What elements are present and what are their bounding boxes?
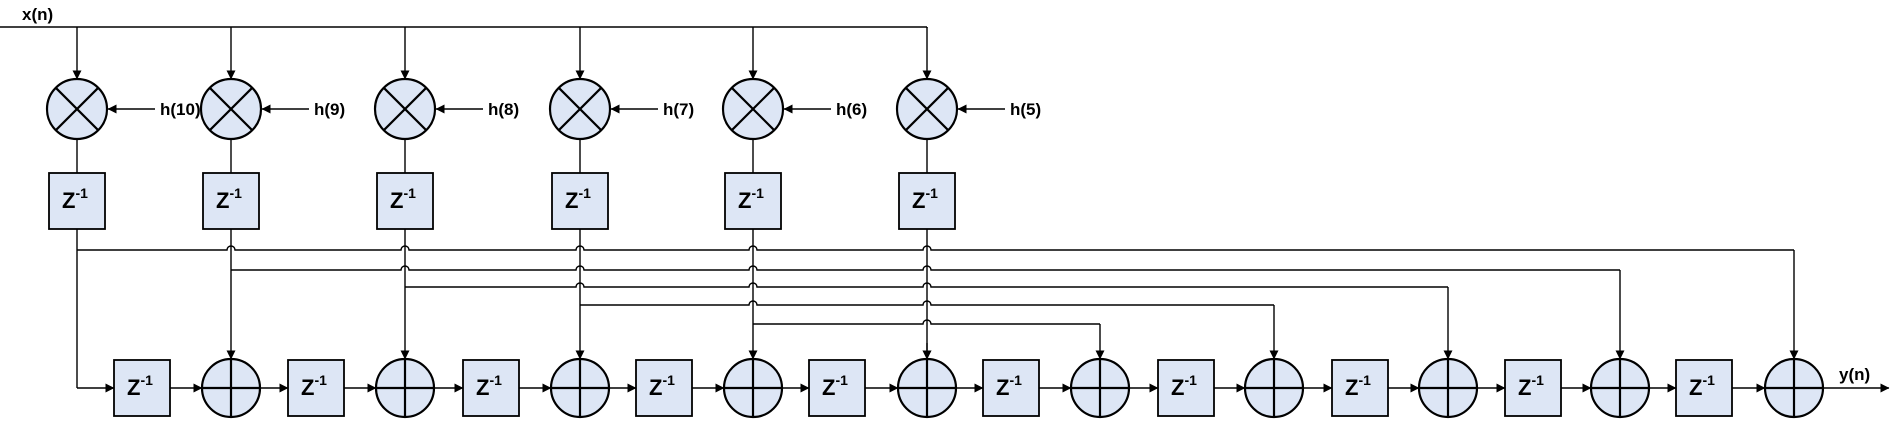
adder-6 bbox=[1243, 357, 1305, 419]
bottom-delay-5: Z-1 bbox=[982, 359, 1040, 417]
upper-delay-0: Z-1 bbox=[48, 172, 106, 230]
upper-delay-2: Z-1 bbox=[376, 172, 434, 230]
multiplier-4 bbox=[721, 77, 785, 141]
delay-box bbox=[376, 172, 434, 230]
bottom-delay-3: Z-1 bbox=[635, 359, 693, 417]
adder-7 bbox=[1417, 357, 1479, 419]
adder-4 bbox=[896, 357, 958, 419]
bottom-delay-4: Z-1 bbox=[808, 359, 866, 417]
coefficient-label: h(6) bbox=[836, 100, 867, 119]
delay-box bbox=[287, 359, 345, 417]
delay-box bbox=[48, 172, 106, 230]
upper-delay-5: Z-1 bbox=[898, 172, 956, 230]
fold-wire bbox=[405, 282, 1448, 288]
delay-box bbox=[1331, 359, 1389, 417]
bottom-delay-7: Z-1 bbox=[1331, 359, 1389, 417]
delay-box bbox=[1675, 359, 1733, 417]
fold-wire bbox=[77, 245, 1794, 251]
multiplier-1 bbox=[199, 77, 263, 141]
coefficient-label: h(5) bbox=[1010, 100, 1041, 119]
bottom-delay-6: Z-1 bbox=[1157, 359, 1215, 417]
delay-box bbox=[1157, 359, 1215, 417]
adder-8 bbox=[1589, 357, 1651, 419]
delay-label: Z-1 bbox=[912, 185, 938, 213]
adder-3 bbox=[722, 357, 784, 419]
multiplier-2 bbox=[373, 77, 437, 141]
coefficient-label: h(9) bbox=[314, 100, 345, 119]
coefficient-label: h(7) bbox=[663, 100, 694, 119]
bottom-delay-0: Z-1 bbox=[113, 359, 171, 417]
delay-box bbox=[635, 359, 693, 417]
multiply-cross bbox=[905, 87, 949, 131]
fold-wire bbox=[753, 319, 1100, 325]
adder-9 bbox=[1763, 357, 1825, 419]
delay-box bbox=[808, 359, 866, 417]
adder-1 bbox=[374, 357, 436, 419]
adder-5 bbox=[1069, 357, 1131, 419]
delay-box bbox=[982, 359, 1040, 417]
delay-box bbox=[724, 172, 782, 230]
upper-delay-3: Z-1 bbox=[551, 172, 609, 230]
multiplier-5 bbox=[895, 77, 959, 141]
signal-wires bbox=[0, 26, 1890, 393]
delay-box bbox=[1504, 359, 1562, 417]
bottom-delay-8: Z-1 bbox=[1504, 359, 1562, 417]
coefficient-label: h(10) bbox=[160, 100, 201, 119]
delay-box bbox=[462, 359, 520, 417]
delay-box bbox=[202, 172, 260, 230]
input-label: x(n) bbox=[22, 5, 53, 24]
bottom-delay-9: Z-1 bbox=[1675, 359, 1733, 417]
adder-2 bbox=[549, 357, 611, 419]
multiply-cross bbox=[383, 87, 427, 131]
output-label: y(n) bbox=[1839, 365, 1870, 384]
multiply-cross bbox=[209, 87, 253, 131]
coefficient-label: h(8) bbox=[488, 100, 519, 119]
upper-delay-1: Z-1 bbox=[202, 172, 260, 230]
fold-wire bbox=[580, 300, 1274, 306]
multiply-cross bbox=[55, 87, 99, 131]
bottom-delay-1: Z-1 bbox=[287, 359, 345, 417]
upper-delay-4: Z-1 bbox=[724, 172, 782, 230]
delay-box bbox=[113, 359, 171, 417]
adder-0 bbox=[200, 357, 262, 419]
bottom-delay-2: Z-1 bbox=[462, 359, 520, 417]
delay-box bbox=[551, 172, 609, 230]
multiplier-0 bbox=[45, 77, 109, 141]
multiplier-3 bbox=[548, 77, 612, 141]
delay-box bbox=[898, 172, 956, 230]
multiply-cross bbox=[558, 87, 602, 131]
delay-label: Z-1 bbox=[127, 372, 153, 400]
fold-wire bbox=[231, 265, 1620, 271]
multiply-cross bbox=[731, 87, 775, 131]
